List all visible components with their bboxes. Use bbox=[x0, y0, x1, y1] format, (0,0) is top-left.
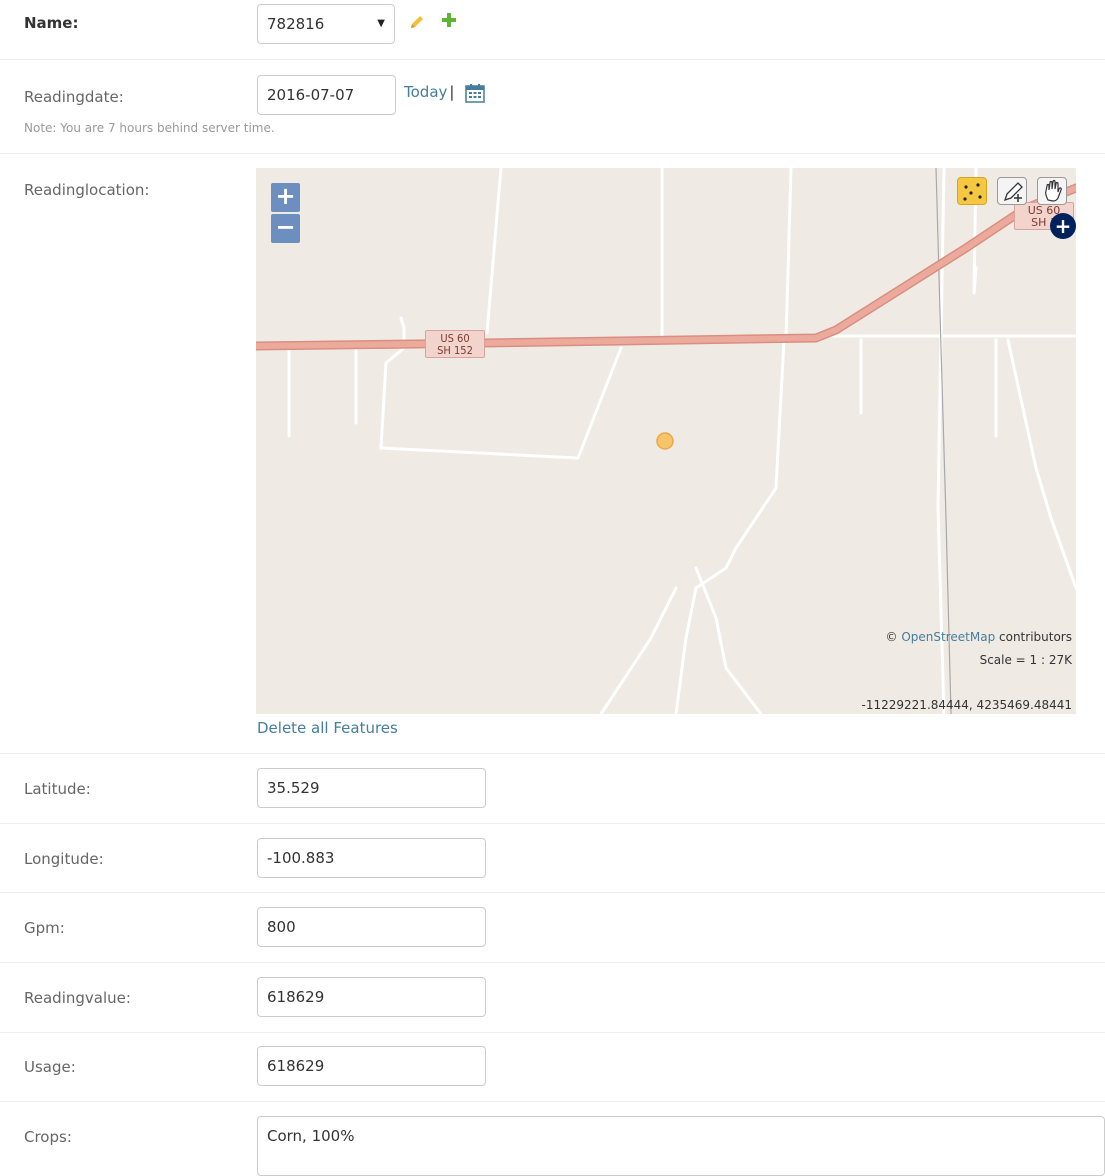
delete-all-features-link[interactable]: Delete all Features bbox=[257, 719, 398, 737]
latitude-row bbox=[0, 754, 1105, 824]
gpm-row bbox=[0, 893, 1105, 963]
latitude-label: Latitude: bbox=[24, 780, 91, 798]
gpm-label: Gpm: bbox=[24, 919, 65, 937]
map-tiles bbox=[256, 168, 1076, 714]
today-link-label: Today bbox=[404, 83, 448, 101]
name-select-value: 782816 bbox=[267, 15, 325, 33]
today-link[interactable]: Today| bbox=[404, 83, 456, 101]
point-tool-icon bbox=[963, 183, 982, 201]
crops-textarea[interactable]: Corn, 100% bbox=[257, 1116, 1105, 1176]
zoom-out-button[interactable]: − bbox=[271, 214, 300, 243]
draw-tool-button[interactable] bbox=[997, 177, 1027, 205]
name-label: Name: bbox=[24, 14, 79, 32]
readinglocation-row bbox=[0, 154, 1105, 754]
pan-tool-icon bbox=[1045, 179, 1062, 202]
readingvalue-row bbox=[0, 963, 1105, 1033]
readinglocation-label: Readinglocation: bbox=[24, 181, 150, 199]
name-select[interactable]: 782816 ▼ bbox=[257, 4, 395, 44]
crops-label: Crops: bbox=[24, 1128, 72, 1146]
copyright-symbol: © bbox=[885, 630, 898, 644]
pan-tool-button[interactable] bbox=[1037, 177, 1067, 205]
usage-row bbox=[0, 1033, 1105, 1102]
gpm-input[interactable]: 800 bbox=[257, 907, 486, 947]
point-tool-button[interactable] bbox=[957, 177, 987, 205]
map-add-icon[interactable]: + bbox=[1050, 213, 1076, 239]
road-shield-us60-sh152: US 60 SH 152 bbox=[425, 330, 485, 358]
attribution-suffix: contributors bbox=[999, 630, 1072, 644]
usage-label: Usage: bbox=[24, 1058, 76, 1076]
longitude-row bbox=[0, 824, 1105, 893]
location-marker[interactable] bbox=[655, 431, 675, 451]
pencil-icon[interactable] bbox=[409, 14, 425, 34]
readingvalue-label: Readingvalue: bbox=[24, 989, 131, 1007]
map-attribution: © OpenStreetMap contributors bbox=[886, 630, 1072, 644]
longitude-label: Longitude: bbox=[24, 850, 104, 868]
longitude-input[interactable]: -100.883 bbox=[257, 838, 486, 878]
draw-tool-icon bbox=[1003, 182, 1023, 202]
chevron-down-icon: ▼ bbox=[377, 18, 385, 29]
zoom-in-button[interactable]: + bbox=[271, 183, 300, 212]
timezone-note: Note: You are 7 hours behind server time… bbox=[24, 121, 275, 135]
map-scale: Scale = 1 : 27K bbox=[979, 653, 1072, 667]
openstreetmap-link[interactable]: OpenStreetMap bbox=[901, 630, 996, 644]
readingdate-label: Readingdate: bbox=[24, 88, 124, 106]
mouse-position: -11229221.84444, 4235469.48441 bbox=[861, 698, 1072, 712]
today-separator: | bbox=[449, 83, 455, 101]
calendar-icon[interactable] bbox=[465, 83, 485, 107]
road-shield-line-1: US 60 bbox=[440, 332, 470, 345]
readingdate-input[interactable]: 2016-07-07 bbox=[257, 75, 396, 115]
map-viewport[interactable]: + − US 60 SH 152 US 60 SH 1 + © OpenStre… bbox=[256, 168, 1076, 714]
road-shield-line-2: SH 152 bbox=[437, 344, 473, 357]
usage-input[interactable]: 618629 bbox=[257, 1046, 486, 1086]
road-shield2-line-1: US 60 bbox=[1027, 204, 1061, 217]
readingdate-row bbox=[0, 60, 1105, 154]
latitude-input[interactable]: 35.529 bbox=[257, 768, 486, 808]
add-icon[interactable] bbox=[441, 12, 457, 32]
name-row: Name: 782816 ▼ bbox=[0, 0, 1105, 60]
readingvalue-input[interactable]: 618629 bbox=[257, 977, 486, 1017]
